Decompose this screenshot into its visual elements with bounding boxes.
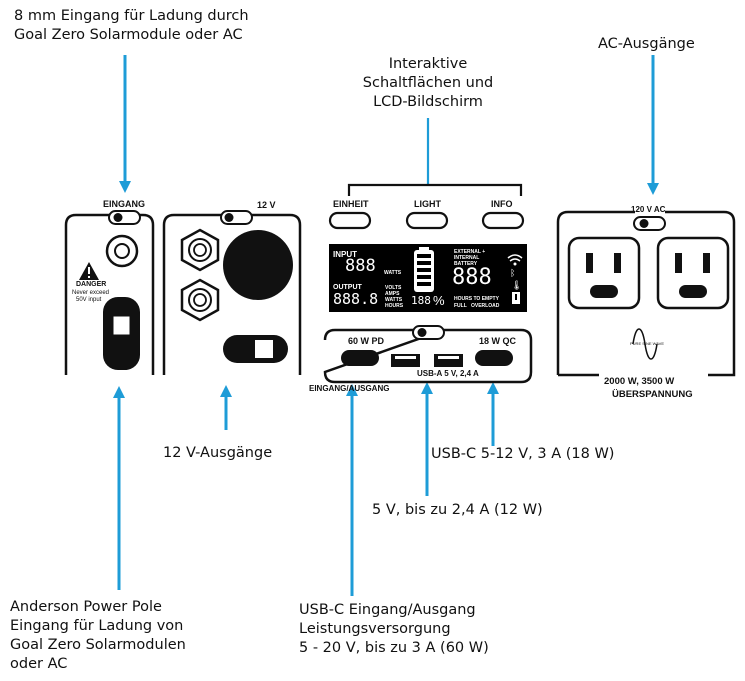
lcd-amps: AMPS xyxy=(385,291,400,297)
lcd-input: INPUT xyxy=(333,250,357,259)
label-18w-qc: 18 W QC xyxy=(479,336,517,346)
lcd-pct-digits: 188 xyxy=(411,294,431,307)
label-info: INFO xyxy=(491,199,513,209)
info-button[interactable] xyxy=(481,211,525,230)
callout-usbc-60: USB-C Eingang/Ausgang Leistungsversorgun… xyxy=(299,602,489,656)
car-socket xyxy=(223,230,293,300)
label-120v-ac: 120 V AC xyxy=(631,205,666,214)
einheit-button[interactable] xyxy=(328,211,372,230)
lcd-pct: % xyxy=(433,293,445,308)
lcd-battery: BATTERY xyxy=(454,261,478,267)
usb-a-port-2 xyxy=(434,354,463,367)
label-light: LIGHT xyxy=(414,199,441,209)
lcd-volts: VOLTS xyxy=(385,285,402,291)
thermometer-icon: 🌡 xyxy=(511,280,523,290)
light-button[interactable] xyxy=(405,211,449,230)
twelve-v-panel xyxy=(162,210,302,375)
label-danger: DANGER xyxy=(76,281,107,288)
lcd-output: OUTPUT xyxy=(333,284,362,291)
label-eingang-ausgang: EINGANG/AUSGANG xyxy=(309,384,390,393)
label-pure-sine: PURE SINE WAVE xyxy=(630,341,665,346)
anderson-panel xyxy=(64,210,155,375)
label-danger-sub1: Never exceed xyxy=(72,290,110,296)
eingang-switch-knob xyxy=(113,213,123,222)
label-12v: 12 V xyxy=(257,200,276,210)
bluetooth-icon: ᛒ xyxy=(510,268,516,278)
callout-ac-out: AC-Ausgänge xyxy=(598,36,695,52)
callout-eingang-8mm: 8 mm Eingang für Ladung durch Goal Zero … xyxy=(14,8,249,43)
lcd-screen xyxy=(329,244,527,312)
lcd-internal: INTERNAL xyxy=(454,255,480,261)
wifi-icon xyxy=(507,254,523,262)
lcd-external: EXTERNAL + xyxy=(454,249,486,255)
lcd-watts2: WATTS xyxy=(385,297,403,303)
lcd-watts: WATTS xyxy=(384,270,402,276)
label-ac-rating: 2000 W, 3500 W xyxy=(604,376,675,387)
callout-usbc-18: USB-C 5-12 V, 3 A (18 W) xyxy=(431,446,615,462)
arrow-interactive xyxy=(347,118,523,196)
ac-panel xyxy=(556,210,736,377)
callout-interactive: Interaktive Schaltflächen und LCD-Bildsc… xyxy=(362,56,494,110)
label-danger-sub2: 50V input xyxy=(76,297,102,303)
lcd-overload: OVERLOAD xyxy=(471,303,500,309)
usb-c-18w-port xyxy=(475,350,513,366)
lcd-input-digits: 888 xyxy=(345,256,376,276)
label-60w-pd: 60 W PD xyxy=(348,336,385,346)
usb-panel xyxy=(323,325,533,384)
lcd-big-digits: 888 xyxy=(452,265,492,290)
callout-anderson: Anderson Power Pole Eingang für Ladung v… xyxy=(10,599,186,672)
lcd-hours-empty: HOURS TO EMPTY xyxy=(454,296,499,302)
lcd-hours: HOURS xyxy=(385,303,404,309)
lcd-output-digits: 888.8 xyxy=(333,290,379,308)
button-row xyxy=(328,211,525,230)
label-ac-surge: ÜBERSPANNUNG xyxy=(612,389,693,400)
usb-a-port-1 xyxy=(391,354,420,367)
label-usb-a: USB-A 5 V, 2,4 A xyxy=(417,369,479,378)
label-einheit: EINHEIT xyxy=(333,199,369,209)
usb-c-60w-port xyxy=(341,350,379,366)
lcd-full: FULL xyxy=(454,303,467,309)
callout-usba: 5 V, bis zu 2,4 A (12 W) xyxy=(372,502,543,518)
label-eingang: EINGANG xyxy=(103,199,146,209)
pure-sine-wave-icon xyxy=(632,328,658,360)
callout-12v-out: 12 V-Ausgänge xyxy=(163,445,273,461)
